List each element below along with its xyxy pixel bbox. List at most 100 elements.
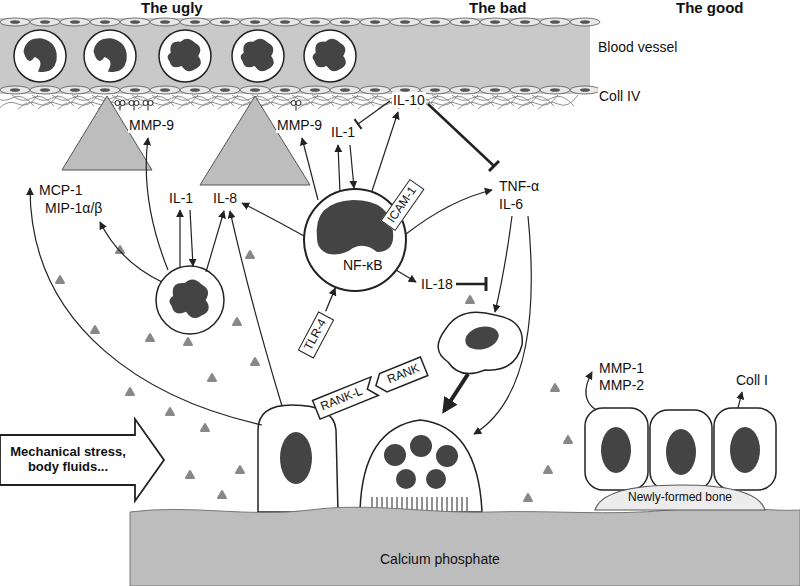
illustration-part [330,18,360,26]
illustration-part [190,20,200,24]
illustration-part [430,20,440,24]
illustration-part [90,18,120,26]
illustration-part [236,466,244,473]
illustration-part [246,251,254,258]
illustration-part [38,95,78,109]
illustration-part [14,30,66,82]
molecule-label: Coll I [735,372,769,388]
illustration-part [206,211,224,272]
molecule-label: MMP-9 [276,117,323,133]
illustration-part [78,95,118,109]
molecule-label: IL-18 [420,276,454,292]
illustration-part [492,95,534,106]
column-heading: The good [675,0,745,16]
illustration-part [200,96,310,185]
vessel-band: Blood vessel [0,18,590,94]
illustration-part [112,95,154,106]
illustration-part [532,95,574,106]
illustration-part [120,101,125,106]
illustration-part [166,408,174,415]
illustration-part [258,405,338,512]
illustration-part [130,507,800,586]
illustration-part [427,497,428,511]
illustration-part [115,101,120,106]
illustration-part [396,469,416,489]
illustration-part [40,20,50,24]
illustration-part [390,18,420,26]
illustration-part [62,96,152,170]
illustration-part [270,18,300,26]
illustration-part [210,18,240,26]
illustration-part [148,101,153,106]
illustration-part [485,277,488,291]
illustration-part [278,95,318,109]
bone-deposit: Newly-formed bone [595,484,765,510]
illustration-part [40,88,50,92]
illustration-part [130,88,140,92]
differentiation-arrow [444,374,468,411]
illustration-part [714,408,776,490]
illustration-part [420,18,450,26]
illustration-part [466,296,474,303]
neutrophil [156,266,224,334]
substrate-block: Calcium phosphate [130,500,800,586]
illustration-part [400,20,410,24]
illustration-part [524,494,532,501]
illustration-part [60,18,90,26]
illustration-part [242,203,304,236]
illustration-part [544,466,552,473]
illustration-part [56,276,64,283]
illustration-part [12,95,54,106]
illustration-part [172,95,214,106]
illustration-part [312,377,378,419]
illustration-part [650,410,712,490]
illustration-part [84,30,136,82]
receptor-tag: TLR-4 [298,311,335,358]
molecule-label: MMP-9 [128,117,175,133]
illustration-part [426,469,446,489]
illustration-part [91,326,99,333]
illustration-part [169,280,208,319]
illustration-part [436,445,458,467]
illustration-part [60,86,90,94]
molecule-label: TNF-α [498,178,540,194]
column-heading: The ugly [140,0,204,16]
ligand-arrow: RANK-L [312,377,378,419]
illustration-part [350,145,354,188]
illustration-part [450,86,480,94]
illustration-part [230,211,282,406]
illustration-part [410,435,432,457]
illustration-part [302,138,318,200]
illustration-part [432,95,474,106]
illustration-part [90,86,120,94]
illustration-part [280,20,290,24]
illustration-part [292,95,334,106]
illustration-part [240,86,270,94]
illustration-part [180,18,210,26]
illustration-part [160,20,170,24]
molecule-label: IL-1 [330,124,356,140]
illustration-part [158,95,198,109]
illustration-part [564,436,572,443]
illustration-part [241,39,274,72]
molecule-label: MMP-2 [598,377,645,393]
illustration-part [0,95,38,109]
illustration-part [272,95,314,106]
illustration-part [146,138,168,270]
illustration-part [452,95,494,106]
illustration-part [156,266,224,334]
illustration-part [152,95,194,106]
receptor-arrow: RANK [372,357,428,395]
illustration-part [437,497,438,511]
illustration-part [480,18,510,26]
secretion-arrows [30,112,742,434]
illustration-part [250,20,260,24]
molecule-label: MIP-1α/β [44,200,103,216]
illustration-part [462,497,463,511]
illustration-part [457,497,458,511]
illustration-part [417,497,418,511]
illustration-part [100,20,110,24]
illustration-part [580,88,590,92]
molecule-label: Coll IV [598,88,641,104]
illustration-part [495,216,512,312]
